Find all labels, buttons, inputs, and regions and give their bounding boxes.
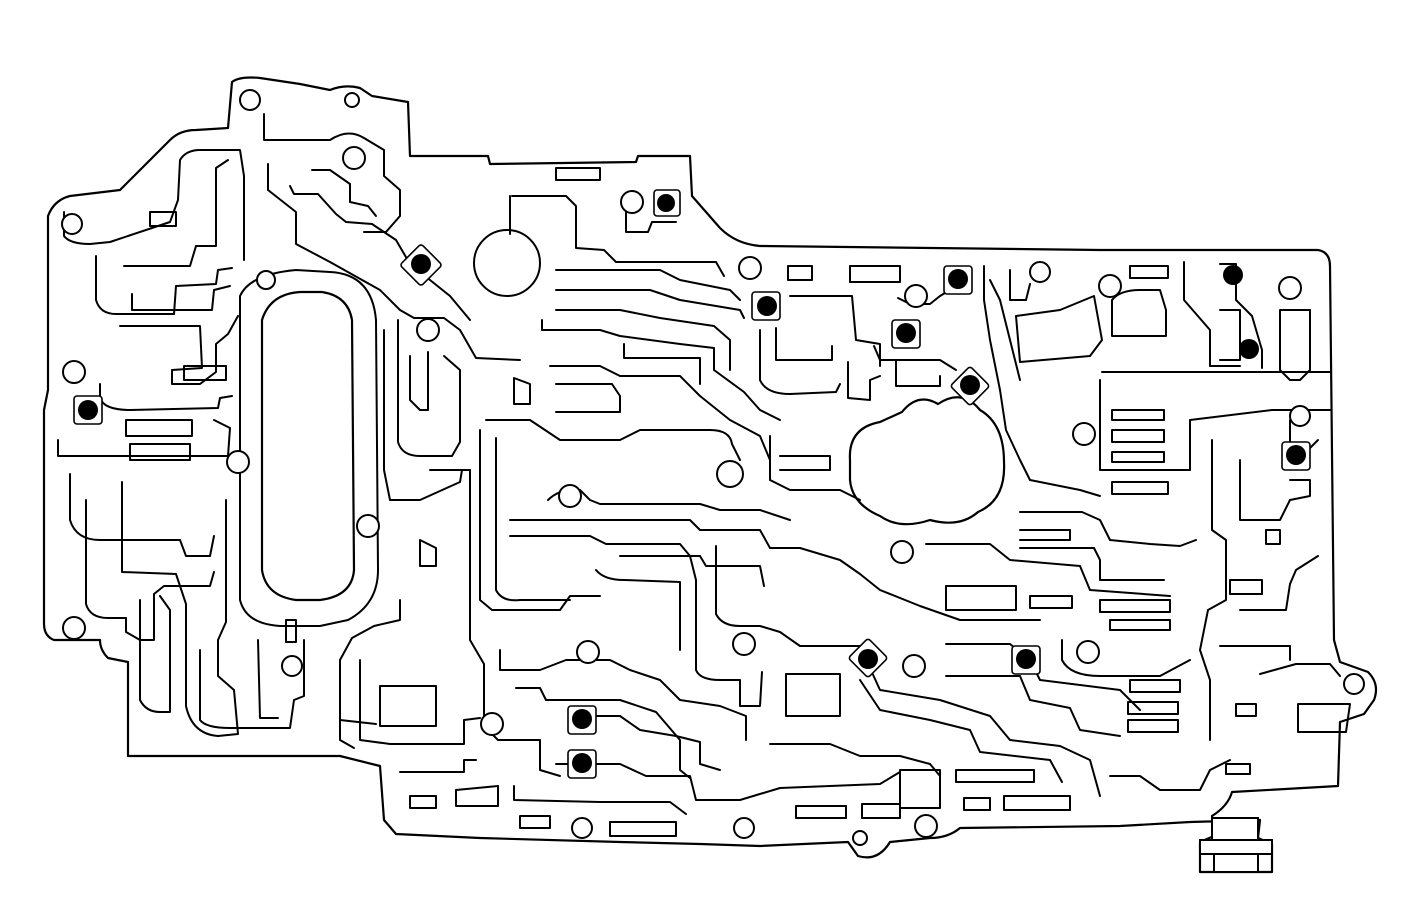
bolt-hole-icon (239, 89, 261, 111)
bolt-hole-icon (890, 540, 914, 564)
check-ball-icon (960, 375, 980, 395)
bolt-hole-icon (914, 814, 938, 838)
check-ball-icon (896, 323, 916, 343)
check-ball-icon (411, 254, 431, 274)
bolt-hole-icon (1289, 405, 1311, 427)
bolt-hole-icon (356, 514, 380, 538)
check-ball-icon (1286, 445, 1306, 465)
bolt-holes (61, 89, 1365, 846)
bolt-hole-icon (1343, 673, 1365, 695)
check-ball-icon (1223, 265, 1243, 285)
left-oval-bore (260, 290, 356, 602)
bolt-hole-icon (902, 654, 926, 678)
bolt-hole-icon (1278, 276, 1302, 300)
check-ball-icon (78, 400, 98, 420)
bolt-hole-icon (281, 655, 303, 677)
bolt-hole-icon (904, 284, 928, 308)
bolt-hole-icon (480, 712, 504, 736)
check-ball-icon (858, 649, 878, 669)
bolt-hole-icon (256, 270, 276, 290)
check-ball-icon (757, 296, 777, 316)
bolt-hole-icon (733, 817, 755, 839)
plug-fitting (1199, 817, 1273, 873)
bolt-hole-icon (558, 484, 582, 508)
bolt-hole-icon (416, 318, 440, 342)
bolt-hole-icon (1098, 274, 1122, 298)
bolt-hole-icon (732, 632, 756, 656)
check-ball-icon (1016, 649, 1036, 669)
bolt-hole-icon (226, 450, 250, 474)
check-balls (78, 194, 1306, 773)
check-ball-icon (1239, 339, 1259, 359)
bolt-hole-icon (62, 616, 86, 640)
bolt-hole-icon (1029, 261, 1051, 283)
bolt-hole-icon (576, 640, 600, 664)
top-bore (473, 229, 541, 297)
check-ball-icon (572, 753, 592, 773)
check-ball-icon (572, 709, 592, 729)
bolt-hole-icon (852, 830, 868, 846)
bolt-hole-icon (620, 190, 644, 214)
bolt-hole-icon (716, 460, 744, 488)
bolt-hole-icon (61, 213, 83, 235)
check-ball-icon (948, 269, 968, 289)
bolt-hole-icon (344, 92, 360, 108)
bolt-hole-icon (342, 146, 366, 170)
bolt-hole-icon (62, 360, 86, 384)
oil-passages (57, 113, 1351, 837)
center-cutout (848, 396, 1006, 526)
bolt-hole-icon (571, 817, 593, 839)
check-ball-icon (657, 194, 675, 212)
bolt-hole-icon (1076, 640, 1100, 664)
bolt-hole-icon (1072, 422, 1096, 446)
bolt-hole-icon (738, 256, 762, 280)
